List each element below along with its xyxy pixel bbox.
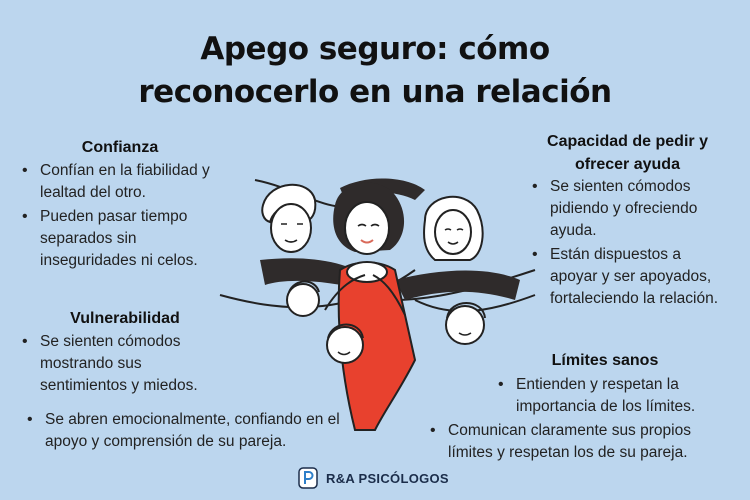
capacidad-list: Se sienten cómodos pidiendo y ofreciendo… bbox=[532, 176, 722, 312]
list-item: Están dispuestos a apoyar y ser apoyados… bbox=[532, 244, 722, 310]
list-item: Se sienten cómodos mostrando sus sentimi… bbox=[22, 331, 232, 397]
limites-list: Entienden y respetan la importancia de l… bbox=[498, 374, 718, 420]
brand-p-icon bbox=[298, 467, 318, 489]
brand-name: R&A PSICÓLOGOS bbox=[326, 470, 449, 486]
list-item: Comunican claramente sus propios límites… bbox=[430, 420, 735, 464]
brand-footer: R&A PSICÓLOGOS bbox=[298, 467, 449, 489]
list-item: Confían en la fiabilidad y lealtad del o… bbox=[22, 160, 232, 204]
vulnerabilidad-heading: Vulnerabilidad bbox=[70, 310, 180, 327]
confianza-heading: Confianza bbox=[81, 139, 159, 156]
capacidad-heading: Capacidad de pedir y ofrecer ayuda bbox=[520, 130, 735, 176]
limites-list-2: Comunican claramente sus propios límites… bbox=[430, 420, 735, 466]
vulnerabilidad-list-2: Se abren emocionalmente, confiando en el… bbox=[27, 409, 377, 455]
list-item: Entienden y respetan la importancia de l… bbox=[498, 374, 718, 418]
title-line-1: Apego seguro: cómo bbox=[200, 31, 550, 67]
confianza-list: Confían en la fiabilidad y lealtad del o… bbox=[22, 160, 232, 274]
capacidad-heading-line-2: ofrecer ayuda bbox=[575, 156, 680, 173]
limites-heading: Límites sanos bbox=[551, 352, 659, 369]
capacidad-heading-line-1: Capacidad de pedir y bbox=[547, 133, 708, 150]
list-item: Se abren emocionalmente, confiando en el… bbox=[27, 409, 377, 453]
people-illustration bbox=[219, 178, 536, 431]
list-item: Pueden pasar tiempo separados sin insegu… bbox=[22, 206, 232, 272]
page-title: Apego seguro: cómo reconocerlo en una re… bbox=[0, 28, 750, 114]
vulnerabilidad-list: Se sienten cómodos mostrando sus sentimi… bbox=[22, 331, 232, 399]
list-item: Se sienten cómodos pidiendo y ofreciendo… bbox=[532, 176, 722, 242]
title-line-2: reconocerlo en una relación bbox=[138, 74, 612, 110]
